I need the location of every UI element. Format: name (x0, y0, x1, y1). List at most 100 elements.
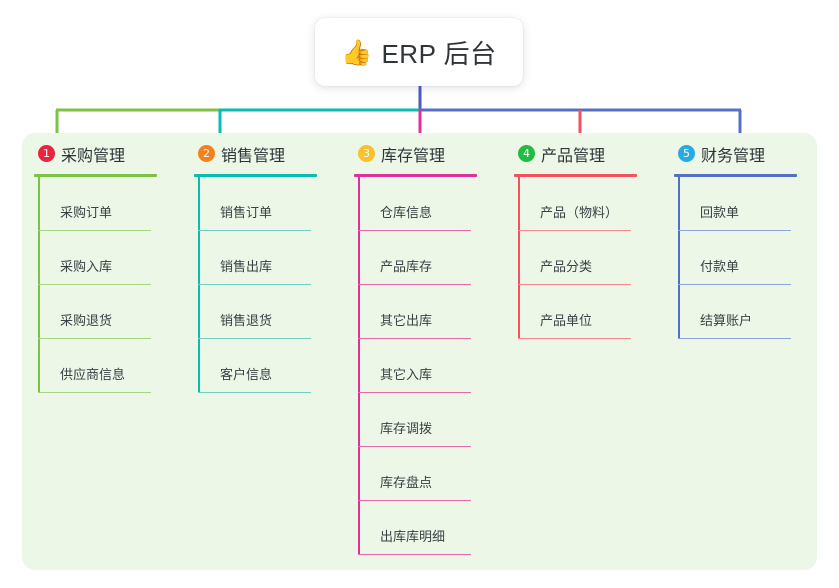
branch-header-underline (34, 174, 157, 177)
branch-header-财务管理[interactable]: 5 财务管理 (662, 133, 822, 174)
branch-column: 5 财务管理回款单付款单结算账户 (662, 133, 822, 570)
root-node-card[interactable]: 👍 ERP 后台 (315, 18, 523, 86)
branch-item-label: 采购订单 (60, 205, 113, 220)
branches-panel (22, 133, 817, 570)
branch-title: 产品管理 (541, 147, 606, 165)
branch-header-underline (674, 174, 797, 177)
branch-item-underline (358, 445, 471, 447)
branch-header-销售管理[interactable]: 2 销售管理 (182, 133, 342, 174)
branch-number-badge: 3 (358, 145, 375, 162)
branch-item[interactable]: 库存调拨 (358, 393, 502, 447)
branch-item-underline (198, 283, 311, 285)
branch-item-underline (358, 391, 471, 393)
branch-item-underline (358, 229, 471, 231)
branch-item-underline (358, 499, 471, 501)
branch-item-label: 产品（物料） (540, 205, 619, 220)
branch-item[interactable]: 出库库明细 (358, 501, 502, 555)
branch-header-underline (194, 174, 317, 177)
branch-item-label: 回款单 (700, 205, 740, 220)
branch-item-underline (198, 391, 311, 393)
branch-item-underline (518, 229, 631, 231)
branch-item[interactable]: 产品分类 (518, 231, 662, 285)
thumbs-up-icon: 👍 (341, 38, 373, 67)
branch-title: 采购管理 (61, 147, 126, 165)
branch-title: 销售管理 (221, 147, 286, 165)
branch-header-采购管理[interactable]: 1 采购管理 (22, 133, 182, 174)
branch-item-underline (678, 283, 791, 285)
branch-item-label: 产品单位 (540, 313, 593, 328)
branch-item-label: 销售订单 (220, 205, 273, 220)
branch-item-underline (38, 391, 151, 393)
branch-header-underline (514, 174, 637, 177)
branch-item-list: 销售订单销售出库销售退货客户信息 (182, 177, 342, 393)
branch-column: 1 采购管理采购订单采购入库采购退货供应商信息 (22, 133, 182, 570)
branch-item-label: 客户信息 (220, 367, 273, 382)
branch-item-underline (38, 337, 151, 339)
branch-item-label: 结算账户 (700, 313, 753, 328)
branch-item-label: 销售退货 (220, 313, 273, 328)
branch-spine (518, 177, 520, 339)
branch-item[interactable]: 销售订单 (198, 177, 342, 231)
branch-item-label: 采购退货 (60, 313, 113, 328)
branch-number-badge: 5 (678, 145, 695, 162)
branch-number-badge: 1 (38, 145, 55, 162)
branch-item[interactable]: 采购入库 (38, 231, 182, 285)
branch-item-list: 产品（物料） 产品分类产品单位 (502, 177, 662, 339)
branch-item-underline (198, 229, 311, 231)
branch-column: 4 产品管理产品（物料） 产品分类产品单位 (502, 133, 662, 570)
root-node-title: ERP 后台 (381, 38, 497, 69)
branch-item-underline (198, 337, 311, 339)
branch-item[interactable]: 销售出库 (198, 231, 342, 285)
branch-item[interactable]: 结算账户 (678, 285, 822, 339)
branch-item[interactable]: 产品单位 (518, 285, 662, 339)
branch-columns: 1 采购管理采购订单采购入库采购退货供应商信息 2 销售管理销售订单销售出库销售退货客… (22, 133, 817, 570)
branch-item-label: 产品库存 (380, 259, 433, 274)
branch-item-label: 产品分类 (540, 259, 593, 274)
branch-item-label: 其它出库 (380, 313, 433, 328)
branch-item-underline (38, 283, 151, 285)
branch-header-库存管理[interactable]: 3 库存管理 (342, 133, 502, 174)
branch-spine (678, 177, 680, 339)
branch-spine (358, 177, 360, 555)
branch-column: 3 库存管理仓库信息产品库存其它出库其它入库库存调拨库存盘点出库库明细 (342, 133, 502, 570)
branch-item-label: 出库库明细 (380, 529, 446, 544)
branch-number-badge: 2 (198, 145, 215, 162)
branch-item[interactable]: 产品（物料） (518, 177, 662, 231)
branch-header-产品管理[interactable]: 4 产品管理 (502, 133, 662, 174)
branch-title: 库存管理 (381, 147, 446, 165)
branch-item-underline (518, 283, 631, 285)
branch-item[interactable]: 仓库信息 (358, 177, 502, 231)
branch-item-label: 供应商信息 (60, 367, 126, 382)
branch-column: 2 销售管理销售订单销售出库销售退货客户信息 (182, 133, 342, 570)
branch-item-underline (518, 337, 631, 339)
branch-item-list: 回款单付款单结算账户 (662, 177, 822, 339)
branch-item-label: 采购入库 (60, 259, 113, 274)
branch-item[interactable]: 回款单 (678, 177, 822, 231)
branch-spine (38, 177, 40, 393)
branch-number-badge: 4 (518, 145, 535, 162)
branch-item-label: 付款单 (700, 259, 740, 274)
branch-item-label: 库存调拨 (380, 421, 433, 436)
branch-item[interactable]: 采购退货 (38, 285, 182, 339)
branch-item-label: 其它入库 (380, 367, 433, 382)
branch-item-underline (358, 337, 471, 339)
branch-item-label: 仓库信息 (380, 205, 433, 220)
branch-item-underline (358, 283, 471, 285)
branch-spine (198, 177, 200, 393)
branch-item-underline (38, 229, 151, 231)
branch-item[interactable]: 供应商信息 (38, 339, 182, 393)
branch-item[interactable]: 产品库存 (358, 231, 502, 285)
branch-item[interactable]: 客户信息 (198, 339, 342, 393)
branch-item-underline (678, 229, 791, 231)
branch-item-list: 仓库信息产品库存其它出库其它入库库存调拨库存盘点出库库明细 (342, 177, 502, 555)
branch-item[interactable]: 付款单 (678, 231, 822, 285)
branch-item-underline (358, 553, 471, 555)
branch-item[interactable]: 销售退货 (198, 285, 342, 339)
branch-title: 财务管理 (701, 147, 766, 165)
branch-item[interactable]: 库存盘点 (358, 447, 502, 501)
branch-item-underline (678, 337, 791, 339)
branch-item[interactable]: 采购订单 (38, 177, 182, 231)
branch-item[interactable]: 其它出库 (358, 285, 502, 339)
branch-item[interactable]: 其它入库 (358, 339, 502, 393)
